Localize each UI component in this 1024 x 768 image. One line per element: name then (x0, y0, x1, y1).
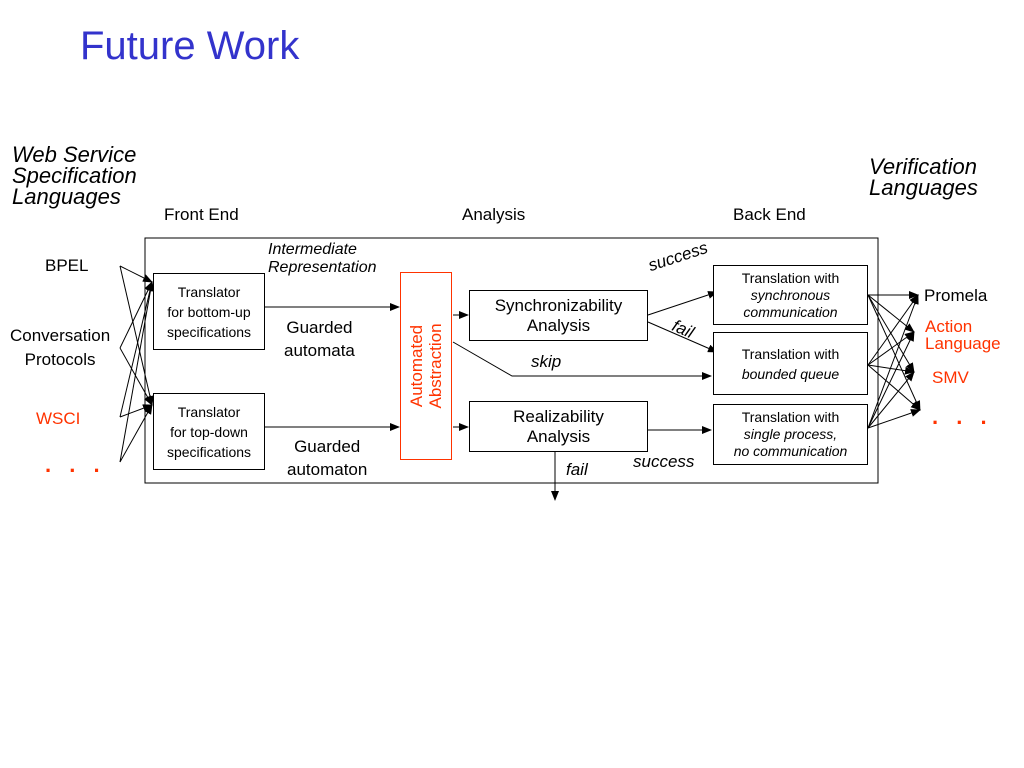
guarded-automata-line-2: automata (284, 341, 355, 360)
stage-back-end: Back End (733, 205, 806, 224)
right-heading-line-2: Languages (869, 175, 978, 200)
pipeline-frame (144, 237, 879, 484)
stage-front-end: Front End (164, 205, 239, 224)
automated-abstraction-box: Automated Abstraction (400, 272, 452, 460)
synchronizability-line-2: Analysis (526, 315, 591, 335)
translation-single-line-2: single process, (743, 426, 838, 442)
input-more-ellipsis: . . . (45, 452, 106, 477)
left-heading-line-1: Web Service (12, 142, 137, 167)
realizability-line-1: Realizability (513, 406, 604, 426)
guarded-automaton-line-2: automaton (287, 460, 368, 479)
input-wsci: WSCI (36, 409, 81, 428)
guarded-automata-line-1: Guarded (286, 318, 353, 337)
translation-synchronous-line-3: communication (743, 303, 838, 320)
translation-synchronous-line-1: Translation with (741, 269, 840, 286)
left-heading-line-2: Specification (12, 163, 137, 188)
edge-label-success-bottom: success (633, 452, 695, 471)
input-bpel: BPEL (45, 256, 89, 275)
translation-single-box: Translation with single process, no comm… (713, 404, 868, 465)
input-connectors (119, 265, 155, 463)
automated-abstraction-label: Automated Abstraction (407, 323, 445, 408)
translation-single-line-1: Translation with (741, 409, 840, 425)
output-promela: Promela (924, 286, 988, 305)
intermediate-representation-label: Intermediate Representation (268, 241, 377, 277)
translation-bounded-line-2: bounded queue (741, 365, 840, 382)
intermediate-line-2: Representation (268, 259, 377, 276)
translator-top-down: Translator for top-down specifications (153, 393, 265, 470)
translation-bounded-box: Translation with bounded queue (713, 332, 868, 395)
edge-label-skip: skip (531, 352, 562, 371)
page-title: Future Work (80, 24, 300, 68)
left-heading: Web Service Specification Languages (12, 142, 137, 209)
abstraction-line-1: Automated (407, 324, 426, 408)
translation-synchronous-line-2: synchronous (750, 286, 831, 303)
intermediate-line-1: Intermediate (268, 241, 357, 258)
realizability-analysis-box: Realizability Analysis (469, 401, 648, 452)
abstraction-line-2: Abstraction (426, 323, 445, 409)
output-more-ellipsis: . . . (932, 404, 993, 429)
edge-label-fail-bottom: fail (566, 460, 588, 479)
translation-synchronous-box: Translation with synchronous communicati… (713, 265, 868, 325)
translator-bottom-up: Translator for bottom-up specifications (153, 273, 265, 350)
translation-bounded-line-1: Translation with (741, 345, 840, 362)
left-heading-line-3: Languages (12, 184, 121, 209)
synchronizability-line-1: Synchronizability (494, 295, 623, 315)
guarded-automaton-line-1: Guarded (294, 437, 361, 456)
guarded-automata-label: Guarded automata (284, 316, 355, 362)
output-smv: SMV (932, 368, 969, 387)
output-action-language: Action Language (925, 317, 1001, 353)
translation-single-line-3: no communication (733, 443, 848, 459)
guarded-automaton-label: Guarded automaton (287, 435, 367, 481)
input-conversation-protocols: Conversation Protocols (10, 326, 111, 369)
right-heading-line-1: Verification (869, 154, 978, 179)
main-connectors (264, 291, 718, 501)
right-heading: Verification Languages (869, 154, 978, 200)
realizability-line-2: Analysis (526, 426, 591, 446)
output-connectors (867, 291, 921, 429)
synchronizability-analysis-box: Synchronizability Analysis (469, 290, 648, 341)
stage-analysis: Analysis (462, 205, 526, 224)
